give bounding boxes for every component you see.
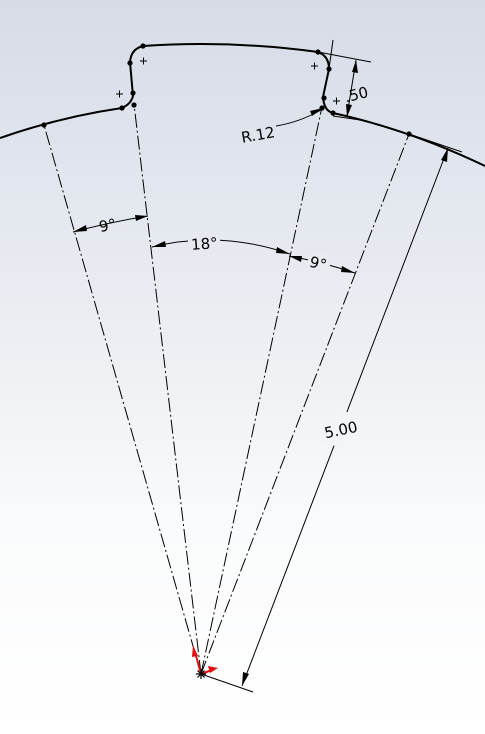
origin-star-icon bbox=[196, 669, 206, 679]
tooth-profile[interactable] bbox=[121, 43, 334, 114]
dim-arrowhead bbox=[289, 256, 302, 262]
base-arc-right[interactable] bbox=[332, 112, 485, 167]
dim-arrowhead bbox=[73, 225, 87, 232]
origin-x-arrow-icon bbox=[208, 666, 218, 673]
linear-dimension-050[interactable]: .50 bbox=[317, 39, 372, 121]
dim-arrowhead bbox=[341, 266, 355, 273]
extension-line bbox=[317, 51, 372, 63]
sketch-geometry bbox=[0, 43, 485, 167]
centerline-left-outer bbox=[43, 124, 202, 675]
point-tooth-left-base[interactable] bbox=[119, 105, 125, 111]
angle-dimension-left-9[interactable]: 9° bbox=[72, 215, 149, 236]
fillet-center-mark bbox=[140, 57, 147, 65]
point-tooth-right-base[interactable] bbox=[330, 110, 336, 116]
origin-y-arrow-icon bbox=[192, 645, 198, 657]
centerline-left-tooth bbox=[133, 103, 202, 675]
construction-lines bbox=[43, 103, 410, 675]
angle-dimension-right-9[interactable]: 9° bbox=[288, 253, 356, 275]
extension-line bbox=[332, 115, 361, 121]
fillet-center-mark bbox=[311, 62, 318, 70]
extension-line bbox=[408, 133, 463, 153]
dim-arrowhead bbox=[135, 215, 148, 221]
dim-arrowhead bbox=[441, 148, 448, 162]
fillet-center-mark bbox=[116, 90, 123, 98]
angle-label-left-9[interactable]: 9° bbox=[97, 215, 117, 236]
angle-label-bg bbox=[188, 233, 220, 251]
point-tooth-right-flank[interactable] bbox=[321, 95, 327, 101]
fillet-center-marks bbox=[116, 57, 340, 105]
radius-dimension-5[interactable]: 5.00 bbox=[200, 133, 463, 693]
point-tooth-left-fillet[interactable] bbox=[131, 102, 137, 108]
angle-label-18[interactable]: 18° bbox=[190, 234, 218, 254]
dim-arrowhead bbox=[352, 60, 358, 73]
radius-dimension-r012[interactable]: R.12 bbox=[240, 108, 323, 147]
dim-label-bg bbox=[325, 408, 357, 450]
point-arc-left[interactable] bbox=[41, 122, 47, 128]
angle-label-right-9[interactable]: 9° bbox=[308, 253, 329, 275]
dim-arrowhead bbox=[346, 104, 352, 117]
fillet-radius-label[interactable]: R.12 bbox=[240, 123, 276, 147]
dim-arrowhead bbox=[152, 241, 166, 247]
tooth-height-label[interactable]: .50 bbox=[343, 83, 371, 106]
dim-arc bbox=[151, 239, 291, 255]
extension-line bbox=[200, 673, 254, 693]
sketch-origin[interactable] bbox=[192, 645, 218, 679]
radius-label-5[interactable]: 5.00 bbox=[323, 418, 359, 443]
extension-line bbox=[328, 39, 334, 70]
point-tooth-left-top[interactable] bbox=[127, 60, 133, 66]
dim-arrowhead bbox=[276, 247, 290, 254]
point-tooth-top-left[interactable] bbox=[140, 43, 146, 49]
centerline-right-tooth bbox=[200, 106, 323, 675]
base-arc-left[interactable] bbox=[0, 107, 123, 139]
dim-arrowhead bbox=[310, 108, 323, 116]
centerline-right-outer bbox=[200, 133, 410, 675]
angle-label-bg bbox=[308, 253, 330, 271]
point-tooth-left-flank[interactable] bbox=[130, 90, 136, 96]
angle-dimension-18[interactable]: 18° bbox=[151, 233, 291, 255]
fillet-center-mark bbox=[333, 97, 340, 105]
dim-arrowhead bbox=[242, 672, 249, 686]
